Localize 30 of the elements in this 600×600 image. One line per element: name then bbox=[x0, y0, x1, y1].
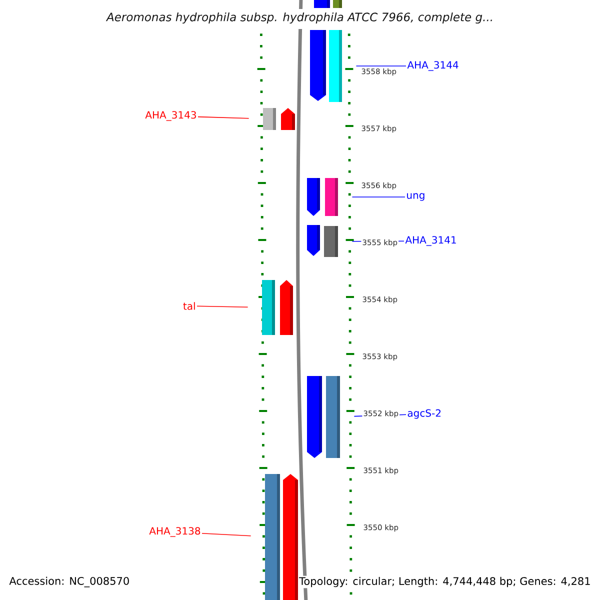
leader-line bbox=[352, 196, 406, 198]
gene-bar bbox=[281, 108, 295, 130]
gene-bar bbox=[307, 376, 322, 458]
footer-text: Accession: NC_008570 bbox=[8, 576, 131, 588]
gene-bar bbox=[307, 178, 320, 216]
gene-label: agcS-2 bbox=[408, 409, 440, 419]
leader-line bbox=[198, 116, 250, 119]
gene-bar bbox=[314, 0, 330, 8]
gene-bar bbox=[265, 474, 280, 600]
gene-bar bbox=[263, 108, 276, 130]
gene-bar bbox=[329, 30, 342, 102]
gene-bar bbox=[324, 226, 338, 257]
gene-label: AHA_3144 bbox=[407, 61, 458, 71]
gene-bar bbox=[310, 30, 326, 101]
title: Aeromonas hydrophila subsp. hydrophila ATCC 7966, complete g... bbox=[106, 12, 492, 24]
gene-label: tal bbox=[183, 302, 195, 310]
gene-label: AHA_3143 bbox=[145, 111, 196, 121]
leader-line bbox=[196, 306, 248, 308]
gene-label: ung bbox=[407, 193, 424, 201]
gene-label: AHA_3138 bbox=[149, 527, 200, 537]
gene-bar bbox=[283, 474, 298, 600]
gene-bar bbox=[326, 376, 340, 458]
leader-line bbox=[202, 533, 252, 536]
gene-bar bbox=[325, 178, 338, 216]
gene-bar bbox=[333, 0, 342, 8]
footer-text: Topology: circular; Length: 4,744,448 bp; Genes: 4,281 bbox=[298, 576, 592, 588]
gene-bar bbox=[280, 280, 293, 335]
gene-bar bbox=[262, 280, 275, 335]
gene-bar bbox=[307, 225, 320, 256]
gene-label: AHA_3141 bbox=[405, 236, 456, 246]
